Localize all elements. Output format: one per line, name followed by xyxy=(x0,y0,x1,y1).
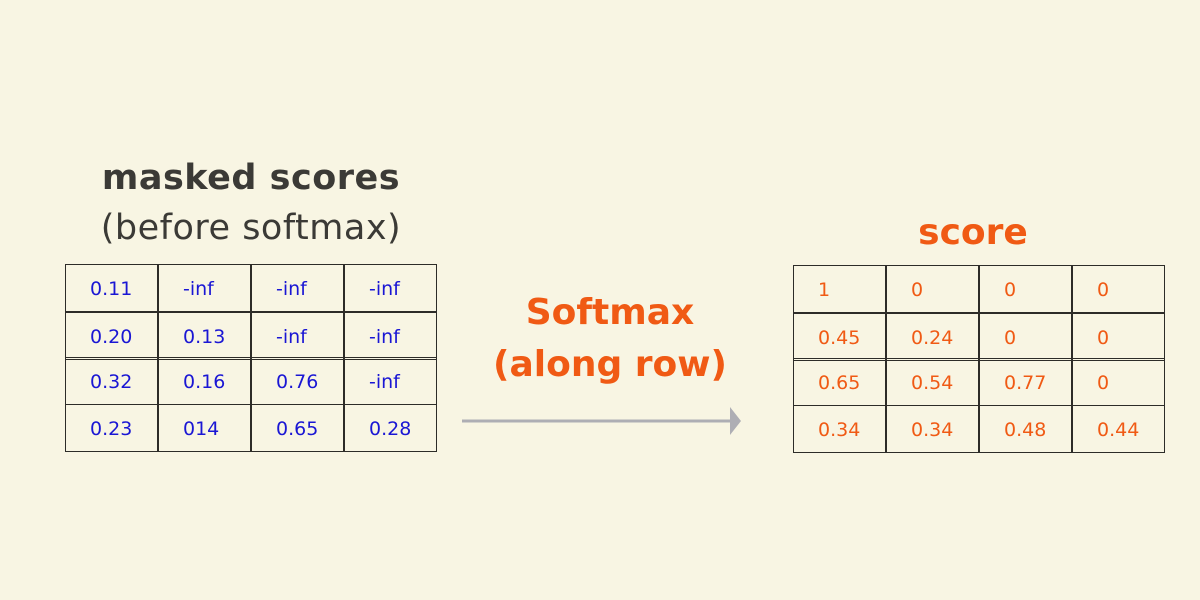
score-cell-r3-c1: 0.65 xyxy=(793,358,886,406)
score-cell-r3-c2: 0.54 xyxy=(886,358,979,406)
score-title: score xyxy=(918,212,1028,253)
masked-score-cell-r3-c2: 0.16 xyxy=(158,357,251,405)
score-cell-r4-c1: 0.34 xyxy=(793,405,886,453)
score-cell-r2-c2: 0.24 xyxy=(886,313,979,361)
score-cell-r4-c4: 0.44 xyxy=(1072,405,1165,453)
softmax-label: Softmax xyxy=(525,292,695,333)
score-cell-r1-c1: 1 xyxy=(793,265,886,313)
masked-score-cell-r1-c2: -inf xyxy=(158,264,251,312)
score-cell-r2-c4: 0 xyxy=(1072,313,1165,361)
masked-score-cell-r2-c1: 0.20 xyxy=(65,312,158,360)
right-arrow-icon xyxy=(462,407,741,435)
score-cell-r1-c3: 0 xyxy=(979,265,1072,313)
masked-score-cell-r2-c4: -inf xyxy=(344,312,437,360)
score-cell-r3-c4: 0 xyxy=(1072,358,1165,406)
score-cell-r4-c2: 0.34 xyxy=(886,405,979,453)
masked-scores-title: masked scores xyxy=(101,158,401,198)
masked-score-cell-r4-c4: 0.28 xyxy=(344,404,437,452)
masked-score-cell-r3-c4: -inf xyxy=(344,357,437,405)
masked-score-cell-r1-c4: -inf xyxy=(344,264,437,312)
score-cell-r2-c3: 0 xyxy=(979,313,1072,361)
masked-score-cell-r4-c1: 0.23 xyxy=(65,404,158,452)
score-cell-r3-c3: 0.77 xyxy=(979,358,1072,406)
masked-scores-subtitle: (before softmax) xyxy=(100,208,402,248)
masked-score-cell-r2-c2: 0.13 xyxy=(158,312,251,360)
masked-score-cell-r1-c3: -inf xyxy=(251,264,344,312)
masked-score-cell-r4-c3: 0.65 xyxy=(251,404,344,452)
softmax-direction-label: (along row) xyxy=(493,344,727,385)
masked-score-cell-r3-c1: 0.32 xyxy=(65,357,158,405)
score-cell-r2-c1: 0.45 xyxy=(793,313,886,361)
score-cell-r1-c4: 0 xyxy=(1072,265,1165,313)
masked-score-cell-r4-c2: 014 xyxy=(158,404,251,452)
masked-score-cell-r3-c3: 0.76 xyxy=(251,357,344,405)
score-cell-r1-c2: 0 xyxy=(886,265,979,313)
masked-score-cell-r2-c3: -inf xyxy=(251,312,344,360)
score-cell-r4-c3: 0.48 xyxy=(979,405,1072,453)
masked-score-cell-r1-c1: 0.11 xyxy=(65,264,158,312)
